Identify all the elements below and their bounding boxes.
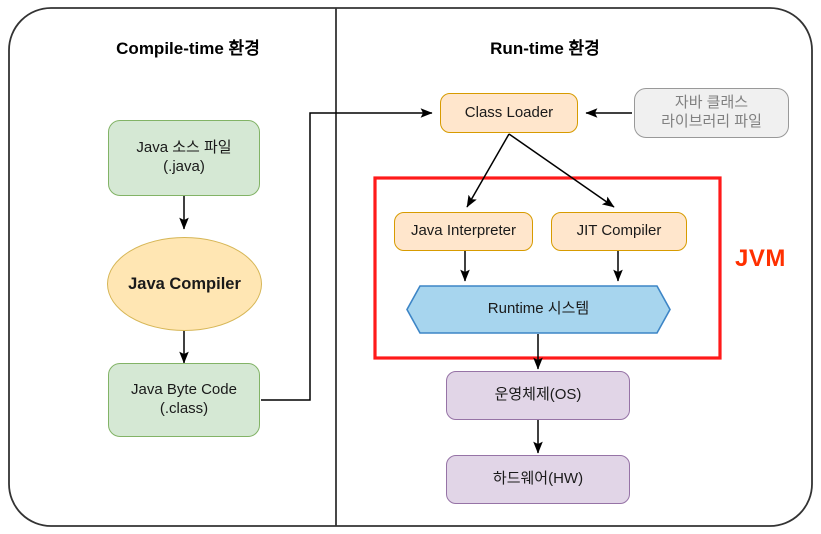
edge-classloader-to-jit [508,133,615,208]
hardware-label: 하드웨어(HW) [492,470,584,488]
java-source-line1: Java 소스 파일 [136,139,232,157]
node-java-class-library-file[interactable]: 자바 클래스 라이브러리 파일 [634,88,789,138]
java-bytecode-line2: (.class) [159,400,209,417]
node-class-loader[interactable]: Class Loader [440,93,578,133]
node-hardware[interactable]: 하드웨어(HW) [446,455,630,504]
operating-system-label: 운영체제(OS) [494,386,582,404]
compile-time-title: Compile-time 환경 [116,39,260,58]
java-compiler-label: Java Compiler [128,274,241,293]
node-java-source-file[interactable]: Java 소스 파일 (.java) [108,120,260,196]
node-runtime-system[interactable]: Runtime 시스템 [406,285,671,334]
runtime-system-label: Runtime 시스템 [487,300,590,318]
jvm-boundary [373,176,722,360]
java-bytecode-line1: Java Byte Code [131,381,237,399]
class-library-line1: 자바 클래스 [674,94,749,112]
edge-classloader-to-interpreter [466,133,510,208]
class-loader-label: Class Loader [464,103,554,121]
node-operating-system[interactable]: 운영체제(OS) [446,371,630,420]
java-interpreter-label: Java Interpreter [410,222,517,240]
jit-compiler-label: JIT Compiler [576,222,662,240]
node-jit-compiler[interactable]: JIT Compiler [551,212,687,251]
outer-frame [8,7,813,527]
runtime-system-hexagon-shape [406,285,671,334]
node-java-interpreter[interactable]: Java Interpreter [394,212,533,251]
run-time-title: Run-time 환경 [490,39,600,58]
java-source-line2: (.java) [163,158,205,175]
node-java-byte-code[interactable]: Java Byte Code (.class) [108,363,260,437]
node-java-compiler[interactable]: Java Compiler [107,237,262,331]
class-library-line2: 라이브러리 파일 [661,113,762,130]
edge-bytecode-to-classloader [261,108,433,401]
jvm-label: JVM [735,245,786,272]
